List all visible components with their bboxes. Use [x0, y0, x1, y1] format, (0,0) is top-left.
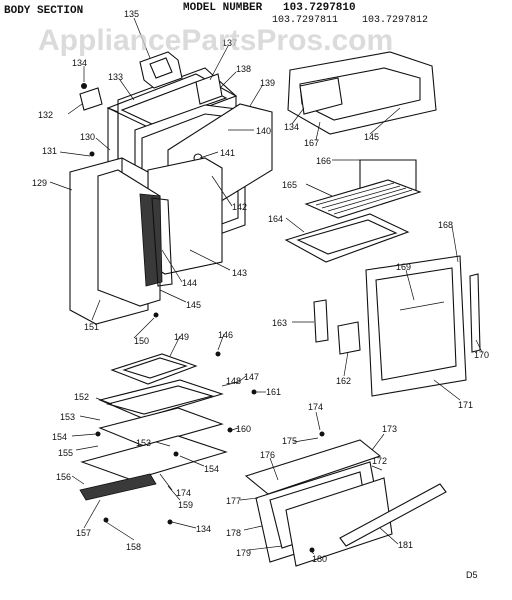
callout-129: 129 — [32, 178, 47, 188]
leader-lines — [49, 17, 483, 555]
callout-144: 144 — [182, 278, 197, 288]
callout-153: 153 — [60, 412, 75, 422]
broiler-pan — [284, 213, 410, 263]
callout-143: 143 — [232, 268, 247, 278]
drawer-panel — [285, 477, 393, 567]
callout-171: 171 — [458, 400, 473, 410]
callout-154: 154 — [52, 432, 67, 442]
callout-159: 159 — [178, 500, 193, 510]
callout-178: 178 — [226, 528, 241, 538]
screw — [89, 151, 95, 157]
callout-134-top: 134 — [284, 122, 299, 132]
broiler-grid — [110, 353, 198, 385]
vent-cover-opening — [149, 57, 173, 79]
drawer-rail — [339, 483, 447, 547]
model-number-label: MODEL NUMBER — [183, 2, 263, 14]
top-frame — [106, 73, 238, 129]
callout-174-left: 174 — [176, 488, 191, 498]
callout-135: 135 — [124, 9, 139, 19]
callout-141: 141 — [220, 148, 235, 158]
section-title: BODY SECTION — [4, 5, 83, 17]
callout-labels: 135 137 138 139 134 133 132 130 131 129 … — [32, 9, 489, 564]
vent-cover — [139, 51, 183, 89]
storage-drawer-assembly — [244, 431, 447, 567]
callout-174-right: 174 — [308, 402, 323, 412]
callout-173: 173 — [382, 424, 397, 434]
callout-140: 140 — [256, 126, 271, 136]
callout-166: 166 — [316, 156, 331, 166]
callout-150: 150 — [134, 336, 149, 346]
callout-134-lower: 134 — [196, 524, 211, 534]
callout-170: 170 — [474, 350, 489, 360]
model-number-2: 103.7297811 — [272, 15, 338, 26]
callout-169: 169 — [396, 262, 411, 272]
callout-161: 161 — [266, 387, 281, 397]
drawer-back — [244, 439, 382, 495]
model-number-3: 103.7297812 — [362, 15, 428, 26]
callout-180: 180 — [312, 554, 327, 564]
oven-door-panel — [365, 255, 467, 397]
page-code: D5 — [466, 570, 478, 580]
callout-139: 139 — [260, 78, 275, 88]
callout-164: 164 — [268, 214, 283, 224]
range-body-assembly — [69, 51, 273, 325]
callout-177: 177 — [226, 496, 241, 506]
callout-146: 146 — [218, 330, 233, 340]
callout-145-top: 145 — [364, 132, 379, 142]
callout-137: 137 — [222, 38, 237, 48]
callout-172: 172 — [372, 456, 387, 466]
cooktop-and-racks — [284, 51, 437, 263]
door-hinge-trim — [313, 299, 329, 343]
door-window-frame — [375, 267, 457, 381]
oven-door-assembly — [313, 255, 481, 397]
callout-138: 138 — [236, 64, 251, 74]
callout-131: 131 — [42, 146, 57, 156]
callout-158: 158 — [126, 542, 141, 552]
callout-167: 167 — [304, 138, 319, 148]
oven-rack — [304, 179, 422, 219]
drawer-slide — [79, 473, 157, 501]
callout-147: 147 — [244, 372, 259, 382]
callout-157: 157 — [76, 528, 91, 538]
door-hinge — [337, 321, 361, 355]
callout-162: 162 — [336, 376, 351, 386]
callout-160: 160 — [236, 424, 251, 434]
callout-149: 149 — [174, 332, 189, 342]
callout-130: 130 — [80, 132, 95, 142]
callout-168: 168 — [438, 220, 453, 230]
trim-clip — [79, 87, 103, 111]
screw — [153, 312, 159, 318]
callout-134: 134 — [72, 58, 87, 68]
callout-133: 133 — [108, 72, 123, 82]
callout-142: 142 — [232, 202, 247, 212]
callout-179: 179 — [236, 548, 251, 558]
callout-153-lower: 153 — [136, 438, 151, 448]
callout-148: 148 — [226, 376, 241, 386]
callout-175: 175 — [282, 436, 297, 446]
callout-132: 132 — [38, 110, 53, 120]
callout-165: 165 — [282, 180, 297, 190]
broiler-drawer-assembly — [79, 351, 257, 525]
callout-152: 152 — [74, 392, 89, 402]
callout-154-lower: 154 — [204, 464, 219, 474]
backguard-trim — [299, 77, 343, 115]
callout-156: 156 — [56, 472, 71, 482]
watermark: AppliancePartsPros.com — [38, 24, 393, 57]
drawer-bottom — [80, 435, 228, 481]
callout-145: 145 — [186, 300, 201, 310]
door-side-trim — [469, 273, 481, 353]
drawer-liner — [98, 407, 224, 447]
callout-163: 163 — [272, 318, 287, 328]
callout-155: 155 — [58, 448, 73, 458]
door-handle — [399, 301, 445, 311]
top-frame-inner — [120, 81, 228, 125]
screw — [81, 83, 87, 89]
callout-151: 151 — [84, 322, 99, 332]
callout-176: 176 — [260, 450, 275, 460]
callout-181: 181 — [398, 540, 413, 550]
model-number-1: 103.7297810 — [283, 2, 356, 14]
control-bracket — [195, 73, 223, 105]
